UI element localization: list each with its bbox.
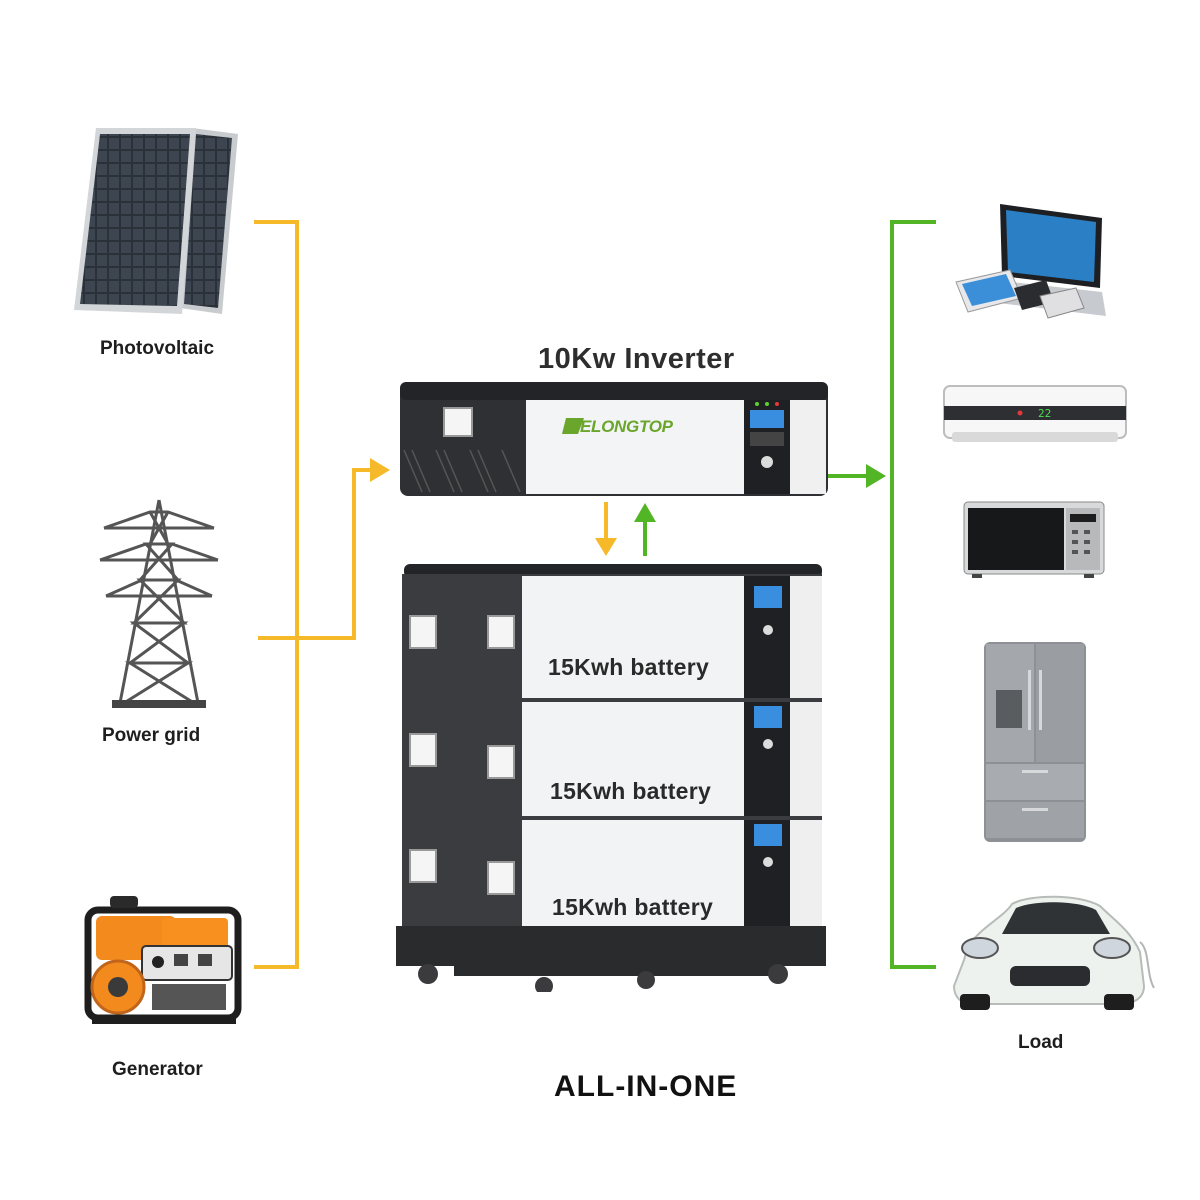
inverter-unit	[400, 382, 828, 496]
battery-stack	[396, 564, 826, 992]
svg-text:22: 22	[1038, 407, 1051, 420]
battery-module-1	[402, 574, 822, 700]
power-grid-label: Power grid	[102, 725, 201, 746]
refrigerator-icon	[984, 642, 1086, 842]
inverter-brand-logo: ELONGTOP	[580, 417, 673, 436]
generator-icon	[84, 896, 242, 1024]
power-grid-tower-icon	[99, 499, 219, 708]
inverter-title: 10Kw Inverter	[538, 343, 735, 375]
solar-panel-icon	[74, 128, 238, 314]
battery-label-2: 15Kwh battery	[550, 778, 712, 804]
battery-module-3	[402, 818, 822, 938]
laptop-and-phones-icon	[955, 204, 1106, 319]
inverter-input-arrow	[370, 458, 390, 482]
inverter-output-arrow	[866, 464, 886, 488]
air-conditioner-icon: 22	[943, 385, 1127, 442]
load-label: Load	[1018, 1032, 1064, 1053]
photovoltaic-label: Photovoltaic	[100, 338, 215, 359]
battery-label-1: 15Kwh battery	[548, 654, 710, 680]
discharge-arrow-head	[634, 503, 656, 522]
all-in-one-title: ALL-IN-ONE	[554, 1070, 738, 1103]
generator-label: Generator	[112, 1059, 203, 1080]
load-bus-line	[890, 220, 936, 969]
pv-line	[254, 220, 299, 969]
battery-label-3: 15Kwh battery	[552, 894, 714, 920]
charge-arrow-head	[595, 538, 617, 556]
grid-line	[258, 468, 372, 640]
battery-module-2	[402, 700, 822, 818]
electric-car-icon	[952, 895, 1155, 1010]
microwave-icon	[963, 501, 1105, 578]
